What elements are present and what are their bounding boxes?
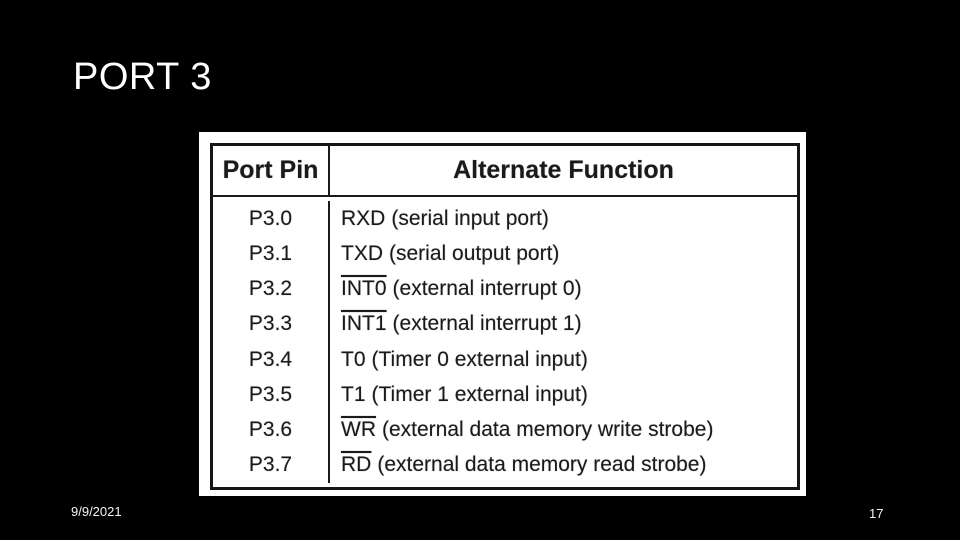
function-description: (external interrupt 0) bbox=[392, 277, 582, 301]
slide-date: 9/9/2021 bbox=[71, 504, 122, 519]
function-name: INT0 bbox=[341, 277, 387, 301]
alternate-function-cell: WR(external data memory write strobe) bbox=[330, 413, 797, 448]
port3-table-figure: Port Pin Alternate Function P3.0 RXD(ser… bbox=[199, 132, 806, 496]
function-name: T1 bbox=[341, 382, 366, 406]
function-description: (serial input port) bbox=[391, 206, 549, 230]
table-row: P3.0 RXD(serial input port) bbox=[213, 201, 797, 237]
alternate-function-cell: T1(Timer 1 external input) bbox=[330, 377, 797, 412]
function-description: (external data memory write strobe) bbox=[382, 418, 714, 442]
port-pin-cell: P3.0 bbox=[213, 201, 330, 237]
alternate-function-cell: RXD(serial input port) bbox=[330, 201, 797, 236]
function-description: (Timer 1 external input) bbox=[371, 382, 588, 406]
function-name: RD bbox=[341, 453, 372, 477]
function-name: TXD bbox=[341, 241, 383, 265]
slide-page-number: 17 bbox=[869, 506, 884, 521]
table-header-row: Port Pin Alternate Function bbox=[213, 146, 797, 197]
table-body: P3.0 RXD(serial input port) P3.1 TXD(ser… bbox=[213, 197, 797, 487]
port-pin-table: Port Pin Alternate Function P3.0 RXD(ser… bbox=[210, 143, 800, 490]
port-pin-cell: P3.7 bbox=[213, 447, 330, 483]
table-row: P3.2 INT0(external interrupt 0) bbox=[213, 271, 797, 307]
port-pin-cell: P3.5 bbox=[213, 377, 330, 413]
table-row: P3.6 WR(external data memory write strob… bbox=[213, 412, 797, 448]
table-row: P3.7 RD(external data memory read strobe… bbox=[213, 447, 797, 483]
col-header-port-pin: Port Pin bbox=[213, 146, 330, 195]
alternate-function-cell: TXD(serial output port) bbox=[330, 236, 797, 271]
col-header-alternate-function: Alternate Function bbox=[453, 156, 674, 184]
function-name: WR bbox=[341, 418, 376, 442]
port-pin-cell: P3.2 bbox=[213, 271, 330, 307]
function-name: T0 bbox=[341, 347, 366, 371]
port-pin-cell: P3.6 bbox=[213, 412, 330, 448]
slide-title: PORT 3 bbox=[73, 56, 212, 98]
function-name: RXD bbox=[341, 206, 386, 230]
table-row: P3.4 T0(Timer 0 external input) bbox=[213, 342, 797, 378]
port-pin-cell: P3.3 bbox=[213, 306, 330, 342]
function-description: (external data memory read strobe) bbox=[377, 453, 707, 477]
function-name: INT1 bbox=[341, 312, 387, 336]
alternate-function-cell: RD(external data memory read strobe) bbox=[330, 448, 797, 483]
table-row: P3.5 T1(Timer 1 external input) bbox=[213, 377, 797, 413]
alternate-function-cell: INT1(external interrupt 1) bbox=[330, 307, 797, 342]
port-pin-cell: P3.4 bbox=[213, 342, 330, 378]
function-description: (serial output port) bbox=[389, 241, 560, 265]
table-row: P3.3 INT1(external interrupt 1) bbox=[213, 306, 797, 342]
port-pin-cell: P3.1 bbox=[213, 236, 330, 272]
function-description: (external interrupt 1) bbox=[392, 312, 582, 336]
table-row: P3.1 TXD(serial output port) bbox=[213, 236, 797, 272]
function-description: (Timer 0 external input) bbox=[371, 347, 588, 371]
alternate-function-cell: T0(Timer 0 external input) bbox=[330, 342, 797, 377]
alternate-function-cell: INT0(external interrupt 0) bbox=[330, 272, 797, 307]
